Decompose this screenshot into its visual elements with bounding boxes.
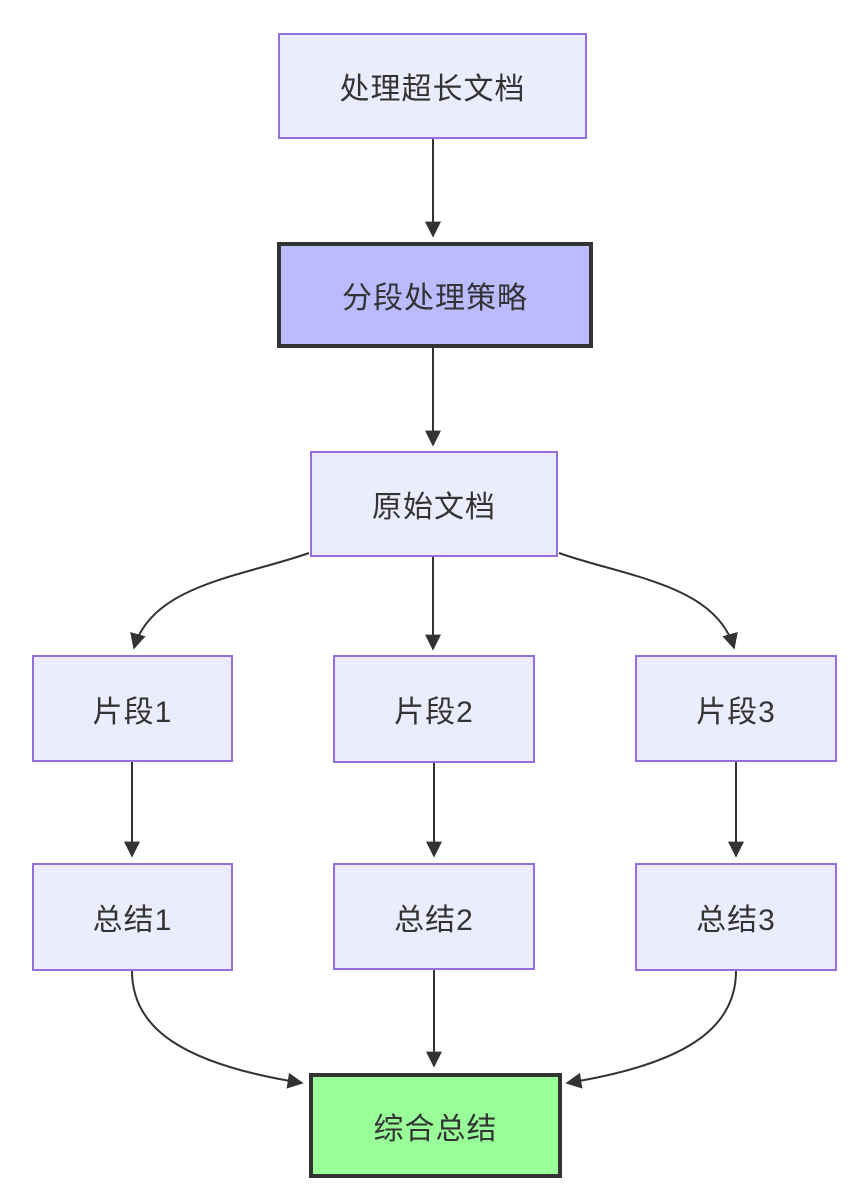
node-segment-strategy: 分段处理策略 bbox=[277, 242, 593, 348]
edge-summary-1-to-final bbox=[131, 970, 304, 1089]
node-process-long-doc: 处理超长文档 bbox=[278, 33, 587, 139]
node-fragment-2-label: 片段2 bbox=[394, 696, 474, 729]
node-original-doc: 原始文档 bbox=[310, 451, 558, 557]
node-summary-1-label: 总结1 bbox=[92, 904, 173, 937]
edge-original-to-fragment-1 bbox=[130, 552, 310, 650]
node-fragment-3-label: 片段3 bbox=[696, 695, 776, 729]
node-fragment-1-label: 片段1 bbox=[92, 695, 173, 729]
edge-original-to-fragment-3 bbox=[558, 552, 738, 650]
node-summary-2-label: 总结2 bbox=[394, 903, 474, 937]
node-summary-3: 总结3 bbox=[635, 863, 837, 971]
edge-summary-3-to-final bbox=[565, 970, 737, 1089]
node-fragment-1: 片段1 bbox=[32, 655, 233, 762]
node-process-long-doc-label: 处理超长文档 bbox=[339, 73, 526, 106]
node-final-summary-label: 综合总结 bbox=[373, 1112, 498, 1146]
node-fragment-3: 片段3 bbox=[635, 655, 837, 762]
node-segment-strategy-label: 分段处理策略 bbox=[342, 282, 528, 315]
node-final-summary: 综合总结 bbox=[309, 1073, 562, 1178]
node-summary-1: 总结1 bbox=[32, 863, 233, 971]
node-summary-3-label: 总结3 bbox=[696, 904, 776, 937]
node-summary-2: 总结2 bbox=[333, 863, 535, 970]
node-fragment-2: 片段2 bbox=[333, 655, 535, 763]
node-original-doc-label: 原始文档 bbox=[372, 491, 496, 524]
